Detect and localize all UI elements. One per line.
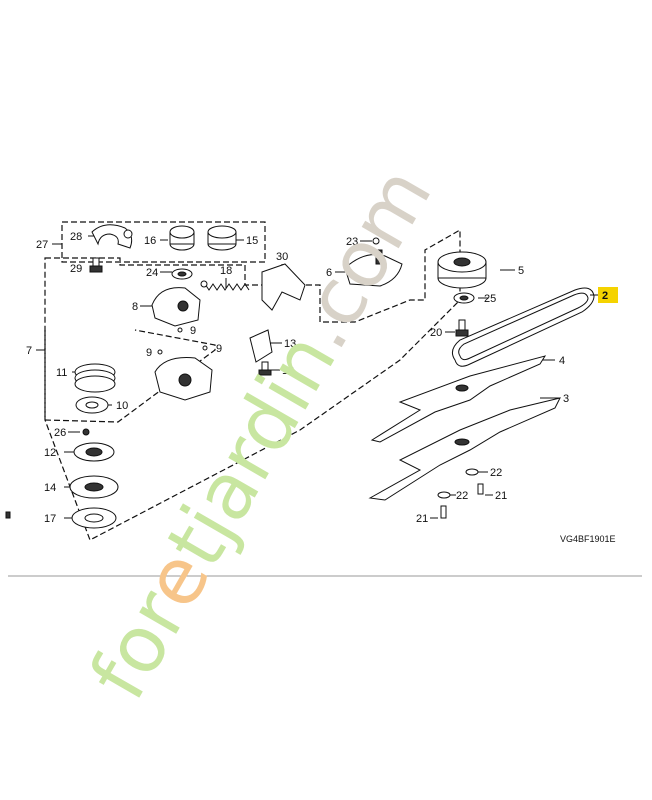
- part-number-22b: 22: [456, 490, 468, 502]
- part-number-11: 11: [56, 367, 67, 379]
- blade-part-4: [370, 355, 547, 443]
- pulley-part-16: [169, 225, 195, 251]
- bolt-part-21: [440, 483, 484, 519]
- part-number-22a: 22: [490, 467, 502, 479]
- part-number-21b: 21: [416, 513, 428, 525]
- part-number-12: 12: [44, 447, 56, 459]
- nut-part-26: [82, 428, 90, 436]
- part-number-2: 2: [602, 290, 608, 302]
- part-number-27: 27: [36, 239, 48, 251]
- belt-part-2: [451, 287, 595, 367]
- part-number-30: 30: [276, 251, 288, 263]
- group-box-inner: [44, 329, 216, 423]
- bolt-part-20: [455, 319, 469, 337]
- washer-part-22: [437, 468, 479, 499]
- screw-part-9: [157, 327, 208, 355]
- part-number-29: 29: [70, 263, 82, 275]
- part-2-highlight: [598, 287, 618, 303]
- part-number-13: 13: [284, 338, 296, 350]
- edge-mark: [5, 511, 11, 519]
- watermark-segment-4: .com: [276, 153, 450, 364]
- part-number-14: 14: [44, 482, 56, 494]
- part-number-28: 28: [70, 231, 82, 243]
- part-number-20: 20: [430, 327, 442, 339]
- part-number-24: 24: [146, 267, 158, 279]
- part-number-15: 15: [246, 235, 258, 247]
- part-number-16: 16: [144, 235, 156, 247]
- part-number-17: 17: [44, 513, 56, 525]
- drive-pulley-part-5: [437, 251, 487, 289]
- reference-code: VG4BF1901E: [560, 534, 616, 544]
- bracket-part-8: [151, 287, 201, 327]
- part-number-9b: 9: [146, 347, 152, 359]
- bracket-inner: [154, 357, 213, 401]
- washer-part-17: [71, 507, 117, 529]
- bracket-part-13: [249, 329, 273, 363]
- part-number-23: 23: [346, 236, 358, 248]
- clip-part: [91, 224, 133, 249]
- part-number-3: 3: [563, 393, 569, 405]
- bearing-part-24: [171, 268, 193, 280]
- pulley-part-15: [207, 225, 237, 251]
- part-number-9a: 9: [190, 325, 196, 337]
- part-number-18: 18: [220, 265, 232, 277]
- screw-part-23: [372, 237, 380, 245]
- spring-part-11: [74, 363, 116, 393]
- lever-part-30: [261, 263, 306, 311]
- bolt-part-19: [258, 361, 272, 376]
- part-number-8: 8: [132, 301, 138, 313]
- spring-part-18: [200, 280, 250, 291]
- part-number-7: 7: [26, 345, 32, 357]
- part-number-5: 5: [518, 265, 524, 277]
- blade-part-3: [368, 397, 561, 501]
- bolt-part-29: [89, 257, 103, 273]
- gear-part-14: [69, 475, 119, 499]
- holder-part-6: [344, 249, 403, 287]
- part-number-6: 6: [326, 267, 332, 279]
- part-number-9c: 9: [216, 343, 222, 355]
- part-number-21a: 21: [495, 490, 507, 502]
- part-number-19: 19: [282, 365, 294, 377]
- part-number-10: 10: [116, 400, 128, 412]
- part-number-4: 4: [559, 355, 565, 367]
- part-number-26: 26: [54, 427, 66, 439]
- bearing-part-12: [73, 442, 115, 462]
- part-number-25: 25: [484, 293, 496, 305]
- washer-part-10: [75, 396, 109, 414]
- group-box-top: [61, 221, 266, 263]
- bearing-part-25: [453, 292, 475, 304]
